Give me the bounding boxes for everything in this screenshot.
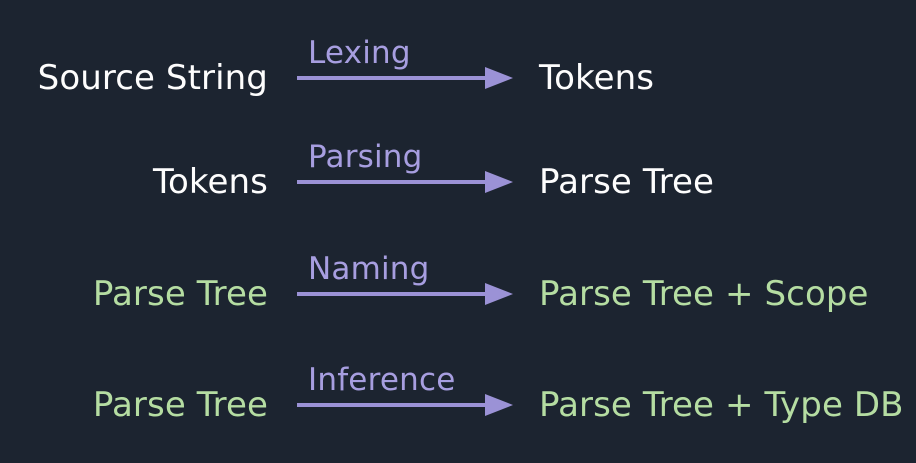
right-arrow-icon (485, 67, 513, 89)
arrow-shaft-icon (297, 403, 489, 407)
right-arrow-icon (485, 171, 513, 193)
pipeline-destination-label: Parse Tree + Type DB (539, 385, 904, 425)
pipeline-destination-label: Parse Tree + Scope (539, 274, 869, 314)
pipeline-destination-label: Tokens (539, 58, 655, 98)
pipeline-source-label: Parse Tree (92, 385, 268, 425)
arrow-shaft-icon (297, 180, 489, 184)
pipeline-operation-label: Naming (308, 251, 430, 287)
right-arrow-icon (485, 283, 513, 305)
pipeline-destination-label: Parse Tree (539, 162, 715, 202)
arrow-shaft-icon (297, 76, 489, 80)
pipeline-operation-label: Parsing (308, 139, 423, 175)
pipeline-operation-label: Inference (308, 362, 456, 398)
arrow-shaft-icon (297, 292, 489, 296)
right-arrow-icon (485, 394, 513, 416)
pipeline-source-label: Source String (37, 58, 268, 98)
pipeline-operation-label: Lexing (308, 35, 411, 71)
pipeline-source-label: Parse Tree (92, 274, 268, 314)
pipeline-source-label: Tokens (152, 162, 268, 202)
